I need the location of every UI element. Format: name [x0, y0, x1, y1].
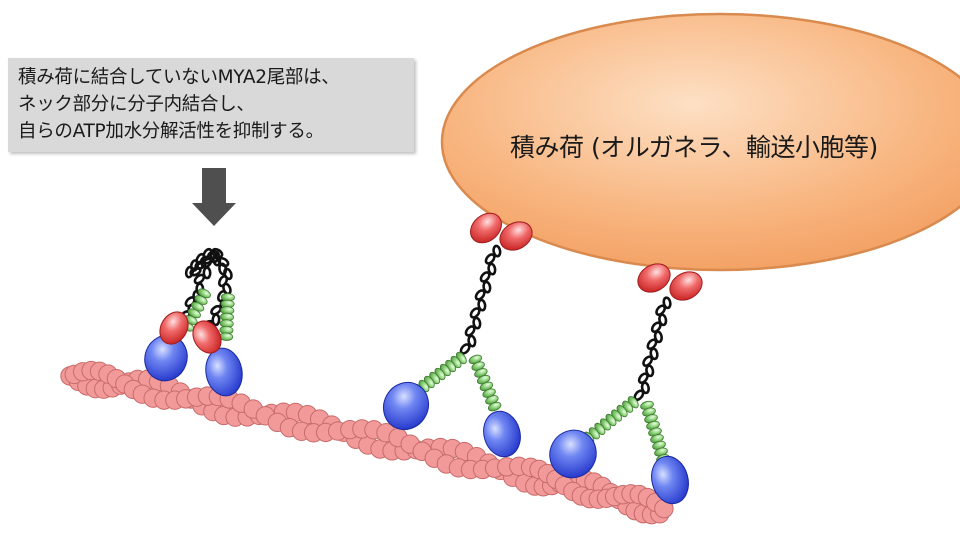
callout-line-1: 積み荷に結合していないMYA2尾部は、	[18, 67, 340, 88]
coil-segment	[474, 289, 486, 301]
motor-head	[549, 429, 597, 479]
tail-domain	[159, 311, 189, 345]
coil-segment	[653, 330, 663, 344]
coil-segment	[650, 321, 662, 334]
tail-domain	[499, 221, 533, 251]
coil-segment	[194, 259, 207, 270]
coil-segment	[193, 273, 206, 285]
coil-segment	[472, 316, 482, 330]
coil-segment	[646, 338, 658, 351]
coil-segment	[492, 244, 502, 258]
coil-segment	[211, 313, 221, 327]
coil-segment	[649, 347, 659, 361]
cargo-body	[440, 12, 960, 272]
motor-head	[651, 455, 689, 505]
coil-segment	[658, 313, 668, 327]
coil-segment	[484, 253, 496, 265]
coil-segment	[202, 266, 212, 280]
coil-segment	[479, 271, 491, 283]
tail-domain	[669, 271, 703, 301]
coil-segment	[189, 259, 200, 272]
coil-segment	[202, 247, 213, 261]
coil-segment	[662, 296, 672, 310]
coil-segment	[469, 307, 481, 319]
coil-segment	[210, 304, 222, 316]
motor-head	[205, 347, 243, 397]
coil-segment	[642, 355, 654, 368]
actin-filament	[60, 360, 674, 525]
coil-segment	[482, 280, 492, 294]
coil-segment	[487, 262, 497, 276]
cargo-layer	[440, 12, 960, 272]
cargo-label: 積み荷 (オルガネラ、輸送小胞等)	[510, 133, 878, 162]
motor-head	[382, 381, 430, 431]
coil-segment	[477, 298, 487, 312]
tail-domain	[470, 212, 502, 244]
coil-segment	[655, 304, 667, 317]
tail-domain	[192, 320, 222, 354]
callout-line-2: ネック部分に分子内結合し、	[18, 94, 255, 115]
coil-segment	[645, 364, 655, 378]
arrow-layer	[192, 168, 236, 226]
coil-segment	[467, 334, 477, 348]
cargo-bound-myosin-2	[382, 212, 533, 458]
myosin-motors	[144, 212, 703, 505]
motor-head	[483, 410, 521, 458]
autoinhibited-myosin	[144, 247, 243, 397]
inhibition-callout: 積み荷に結合していないMYA2尾部は、 ネック部分に分子内結合し、 自らのATP…	[8, 58, 414, 152]
down-arrow-icon	[192, 168, 236, 226]
coil-segment	[640, 381, 650, 395]
tail-domain	[637, 263, 671, 293]
coil-segment	[464, 325, 476, 337]
callout-line-3: 自らのATP加水分解活性を抑制する。	[18, 121, 324, 142]
neck-segment	[487, 401, 502, 412]
coil-segment	[637, 372, 649, 385]
cargo-bound-myosin-3	[549, 263, 703, 505]
